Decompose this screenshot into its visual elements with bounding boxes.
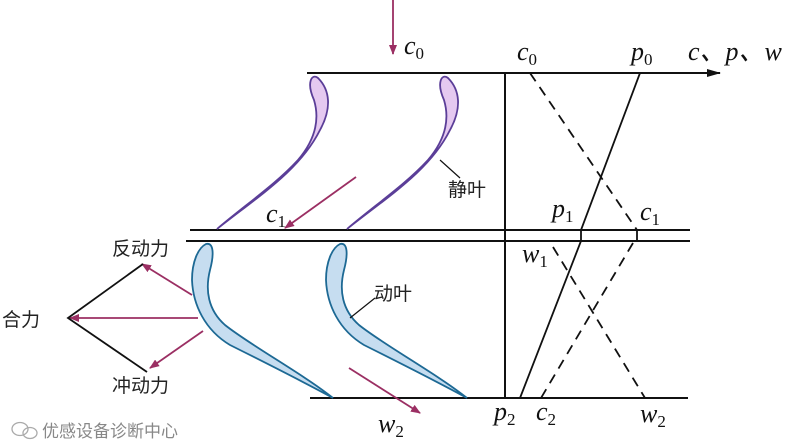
label-p0: p0 (629, 37, 653, 69)
label-c2: c2 (536, 397, 556, 429)
label-reaction-force: 反动力 (112, 238, 169, 260)
label-c1-left: c1 (266, 199, 286, 231)
label-impulse-force: 冲动力 (112, 375, 169, 397)
label-c1-right: c1 (640, 197, 660, 229)
watermark: 优感设备诊断中心 (42, 422, 178, 442)
impulse-force-arrow (149, 330, 204, 369)
w2-outlet-arrow (348, 367, 421, 414)
wechat-icon (11, 421, 38, 440)
reaction-force-arrow (141, 263, 193, 296)
stator-leader (439, 159, 461, 179)
rotor-blade-1 (191, 243, 334, 399)
label-rotor-blade: 动叶 (374, 283, 412, 305)
force-parallelogram (66, 263, 148, 373)
label-w2-outlet: w2 (378, 409, 404, 441)
absolute-velocity-rotor-line (540, 242, 634, 399)
label-stator-blade: 静叶 (448, 179, 486, 201)
pressure-line (519, 72, 641, 399)
rotor-leader (349, 297, 376, 319)
stator-blade-2 (346, 75, 459, 230)
absolute-velocity-line (529, 72, 638, 231)
label-c0-axis: c0 (517, 37, 537, 69)
label-p2: p2 (492, 397, 516, 429)
stator-blade-1 (216, 75, 329, 230)
label-w2-right: w2 (640, 399, 666, 431)
rotor-blade-2 (325, 243, 468, 399)
label-p1: p1 (550, 194, 574, 226)
label-resultant-force: 合力 (2, 309, 40, 331)
label-w1: w1 (522, 239, 548, 271)
relative-velocity-line (552, 246, 646, 399)
axis-title: c、p、w (688, 37, 783, 66)
label-c0-inlet: c0 (404, 31, 424, 63)
c1-outlet-arrow (284, 176, 357, 229)
